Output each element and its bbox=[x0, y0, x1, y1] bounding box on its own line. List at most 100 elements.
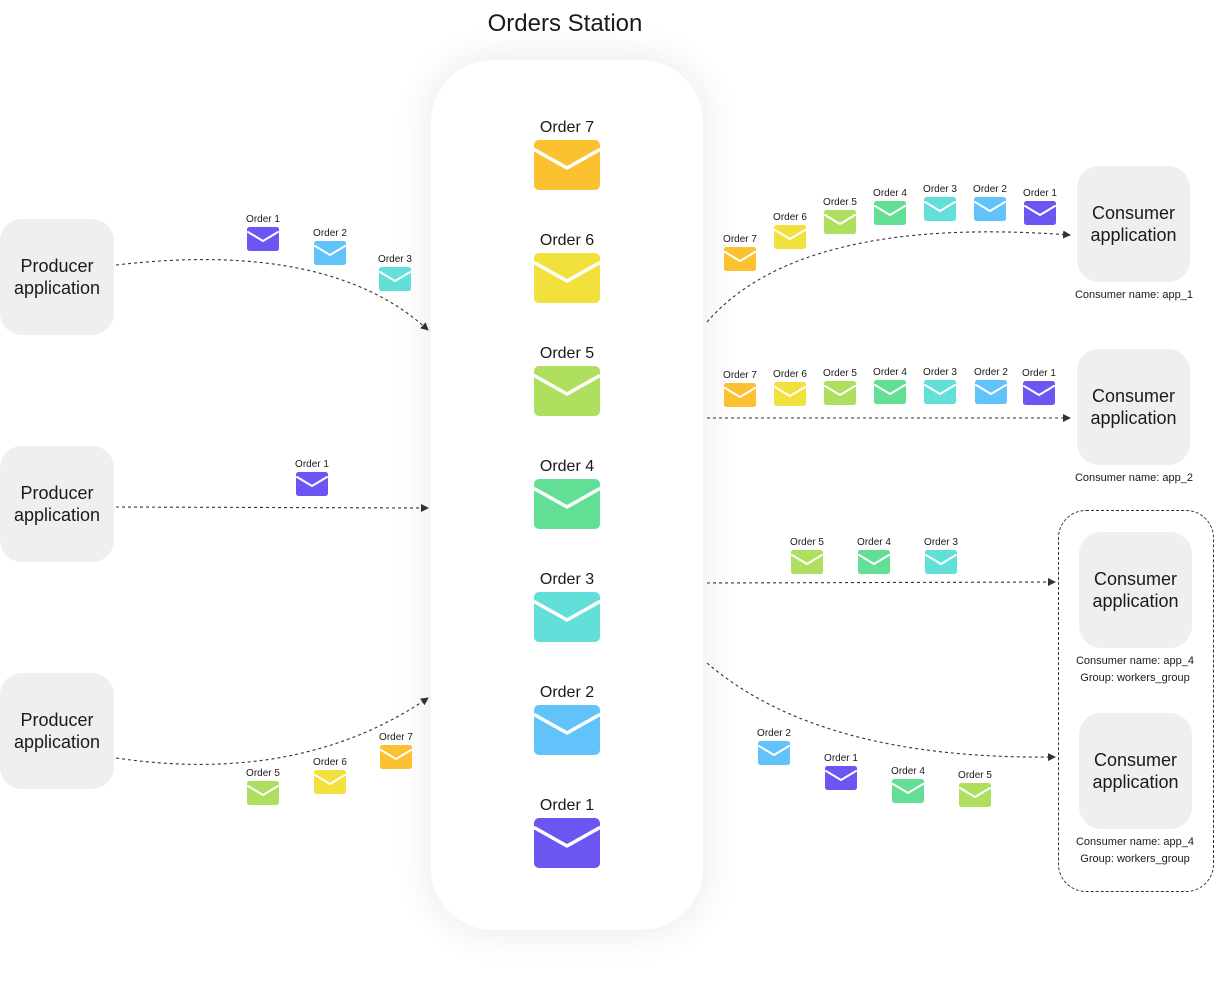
consumer-caption: Consumer name: app_1 bbox=[1062, 287, 1206, 304]
envelope-icon bbox=[975, 380, 1007, 404]
consumer-group: Group: workers_group bbox=[1080, 853, 1190, 865]
envelope-icon bbox=[247, 227, 279, 251]
order-label: Order 5 bbox=[823, 197, 857, 208]
consumer-name: Consumer name: app_4 bbox=[1075, 836, 1194, 848]
order-label: Order 6 bbox=[773, 212, 807, 223]
consumer-group-box bbox=[1058, 510, 1214, 892]
order-label: Order 6 bbox=[773, 369, 807, 380]
in-flight-order: Order 3 bbox=[910, 184, 970, 226]
in-flight-order: Order 1 bbox=[1009, 368, 1069, 410]
in-flight-order: Order 5 bbox=[810, 197, 870, 239]
in-flight-order: Order 4 bbox=[844, 537, 904, 579]
envelope-icon bbox=[758, 741, 790, 765]
envelope-icon bbox=[791, 550, 823, 574]
node-label-line-2: application bbox=[13, 732, 101, 752]
in-flight-order: Order 1 bbox=[1010, 188, 1070, 230]
order-label: Order 4 bbox=[857, 537, 891, 548]
order-label: Order 4 bbox=[873, 188, 907, 199]
consumer-name: Consumer name: app_1 bbox=[1074, 289, 1193, 301]
station-order: Order 4 bbox=[497, 458, 637, 534]
envelope-icon bbox=[925, 550, 957, 574]
node-label-line-1: Consumer bbox=[1091, 203, 1176, 223]
order-label: Order 6 bbox=[539, 232, 595, 249]
envelope-icon bbox=[1024, 201, 1056, 225]
node-label-line-1: Producer bbox=[20, 483, 94, 503]
envelope-icon bbox=[824, 381, 856, 405]
in-flight-order: Order 3 bbox=[911, 537, 971, 579]
in-flight-order: Order 4 bbox=[860, 367, 920, 409]
order-label: Order 3 bbox=[378, 254, 412, 265]
station-order: Order 6 bbox=[497, 232, 637, 308]
in-flight-order: Order 5 bbox=[945, 770, 1005, 812]
node-label-line-2: application bbox=[1090, 408, 1177, 428]
order-label: Order 1 bbox=[1022, 368, 1056, 379]
envelope-icon bbox=[924, 197, 956, 221]
order-label: Order 7 bbox=[379, 732, 413, 743]
order-label: Order 2 bbox=[757, 728, 791, 739]
node-label-line-1: Producer bbox=[20, 710, 94, 730]
in-flight-order: Order 1 bbox=[233, 214, 293, 256]
consumer-name: Consumer name: app_4 bbox=[1075, 655, 1194, 667]
diagram-title: Orders Station bbox=[487, 10, 643, 37]
envelope-icon bbox=[724, 247, 756, 271]
in-flight-order: Order 2 bbox=[961, 367, 1021, 409]
envelope-icon bbox=[824, 210, 856, 234]
order-label: Order 1 bbox=[1023, 188, 1057, 199]
in-flight-order: Order 2 bbox=[960, 184, 1020, 226]
station-order: Order 2 bbox=[497, 684, 637, 760]
consumer-name: Consumer name: app_2 bbox=[1074, 472, 1193, 484]
station-order: Order 1 bbox=[497, 797, 637, 873]
order-label: Order 1 bbox=[246, 214, 280, 225]
node-label-line-1: Consumer bbox=[1091, 386, 1176, 406]
in-flight-order: Order 3 bbox=[910, 367, 970, 409]
node-label-line-2: application bbox=[13, 278, 101, 298]
order-label: Order 1 bbox=[539, 797, 595, 814]
envelope-icon bbox=[1023, 381, 1055, 405]
envelope-icon bbox=[534, 366, 600, 416]
node-label-line-2: application bbox=[13, 505, 101, 525]
envelope-icon bbox=[379, 267, 411, 291]
envelope-icon bbox=[247, 781, 279, 805]
order-label: Order 5 bbox=[790, 537, 824, 548]
in-flight-order: Order 4 bbox=[878, 766, 938, 808]
in-flight-order: Order 2 bbox=[744, 728, 804, 770]
order-label: Order 4 bbox=[873, 367, 907, 378]
in-flight-order: Order 5 bbox=[777, 537, 837, 579]
arrow-producer-2 bbox=[115, 503, 429, 512]
envelope-icon bbox=[534, 140, 600, 190]
consumer-caption: Consumer name: app_2 bbox=[1062, 470, 1206, 487]
node-label-line-2: application bbox=[1090, 225, 1177, 245]
in-flight-order: Order 5 bbox=[810, 368, 870, 410]
order-label: Order 7 bbox=[723, 370, 757, 381]
order-label: Order 3 bbox=[923, 184, 957, 195]
order-label: Order 2 bbox=[313, 228, 347, 239]
node-label-line-2: application bbox=[1092, 591, 1179, 611]
envelope-icon bbox=[858, 550, 890, 574]
order-label: Order 5 bbox=[958, 770, 992, 781]
order-label: Order 7 bbox=[539, 119, 595, 136]
envelope-icon bbox=[380, 745, 412, 769]
in-flight-order: Order 7 bbox=[710, 370, 770, 412]
envelope-icon bbox=[724, 383, 756, 407]
station-order: Order 7 bbox=[497, 119, 637, 195]
order-label: Order 3 bbox=[924, 537, 958, 548]
order-label: Order 1 bbox=[295, 459, 329, 470]
envelope-icon bbox=[892, 779, 924, 803]
in-flight-order: Order 1 bbox=[811, 753, 871, 795]
in-flight-order: Order 6 bbox=[300, 757, 360, 799]
envelope-icon bbox=[534, 592, 600, 642]
envelope-icon bbox=[974, 197, 1006, 221]
envelope-icon bbox=[314, 770, 346, 794]
order-label: Order 1 bbox=[824, 753, 858, 764]
consumer-caption: Consumer name: app_4 Group: workers_grou… bbox=[1064, 834, 1206, 868]
envelope-icon bbox=[924, 380, 956, 404]
envelope-icon bbox=[296, 472, 328, 496]
order-label: Order 3 bbox=[923, 367, 957, 378]
order-label: Order 2 bbox=[539, 684, 595, 701]
node-label-line-1: Producer bbox=[20, 256, 94, 276]
